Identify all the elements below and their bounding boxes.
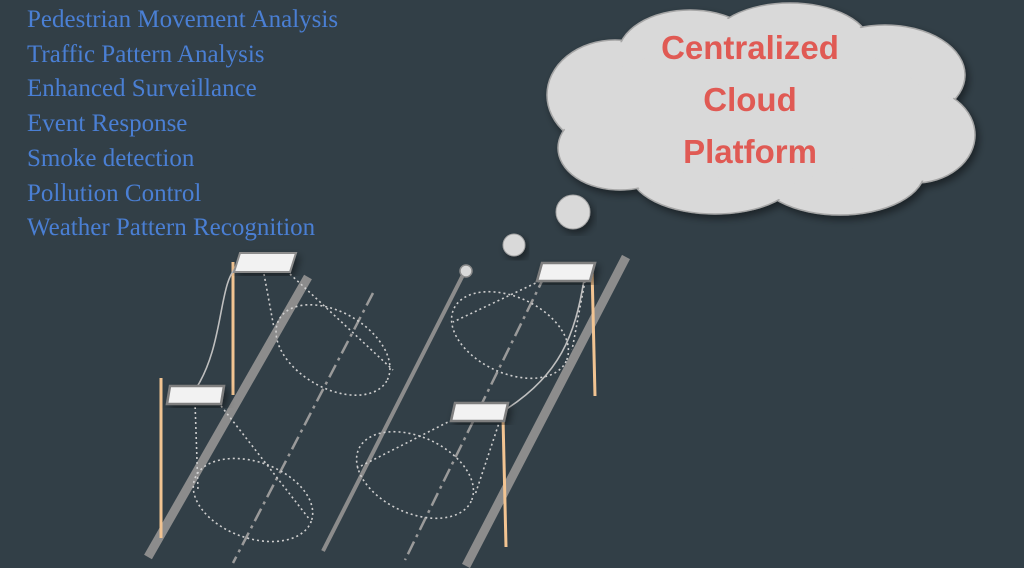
camera-top-right <box>535 261 597 283</box>
road-center-line-left <box>231 292 375 564</box>
camera-bottom-left <box>165 384 226 406</box>
cloud-shape <box>546 2 976 216</box>
feature-item-pollution: Pollution Control <box>27 179 202 207</box>
feature-item-traffic: Traffic Pattern Analysis <box>27 40 265 68</box>
pole-top-left <box>194 262 239 395</box>
cloud-label-line-3: Platform <box>683 133 817 170</box>
feature-item-surveillance: Enhanced Surveillance <box>27 75 257 103</box>
camera-bottom-right <box>449 401 510 423</box>
coverage-cone-top-left <box>263 273 394 397</box>
camera-top-left <box>232 252 298 273</box>
divider-cap <box>459 264 473 278</box>
feature-item-event-response: Event Response <box>27 110 188 138</box>
road-center-line-right <box>403 274 547 561</box>
feature-list: Pedestrian Movement Analysis Traffic Pat… <box>27 3 338 246</box>
cloud-label: Centralized Cloud Platform <box>620 22 880 178</box>
road-divider <box>321 270 467 552</box>
thought-bubble-small <box>502 233 526 257</box>
pole-top-right <box>504 267 597 411</box>
feature-item-weather: Weather Pattern Recognition <box>27 214 316 242</box>
pole-bottom-right <box>501 417 508 548</box>
coverage-cone-bottom-left <box>192 401 314 543</box>
thought-bubble-large <box>555 194 591 230</box>
road-edge-left <box>144 274 312 560</box>
feature-item-smoke: Smoke detection <box>27 144 195 172</box>
feature-item-pedestrian: Pedestrian Movement Analysis <box>27 6 339 33</box>
cloud-label-line-1: Centralized <box>661 29 839 66</box>
cloud-label-line-2: Cloud <box>703 81 797 118</box>
road-edge-right <box>462 254 630 568</box>
coverage-cone-top-right <box>450 280 586 380</box>
coverage-cone-bottom-right <box>355 419 501 520</box>
